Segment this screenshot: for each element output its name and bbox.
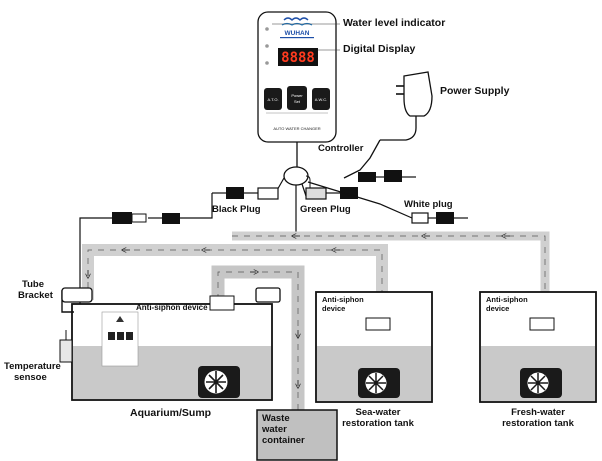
power-supply-icon [380,71,433,141]
temperature-sensor [59,339,73,363]
digital-display-label: Digital Display [343,43,416,55]
tube-bracket-label-1: Tube [22,279,44,290]
digital-display [278,48,318,66]
anti-siphon-main-label: Anti-siphon device [136,303,208,312]
level-led-1 [265,27,269,31]
black-plug [257,187,279,200]
fresh-pump-icon [520,368,562,398]
level-led-3 [265,61,269,65]
tube-bracket-label-2: Bracket [18,290,53,301]
controller: WUHAN 8888 A.T.O. Power Set A.W.C. AUTO … [257,11,337,143]
black-plug-label: Black Plug [212,204,261,215]
cable-hub [283,166,309,186]
anti-siphon-sea-label-2: device [322,304,346,313]
power-set-button[interactable] [287,86,307,110]
temperature-label-1: Temperature [4,361,61,372]
controller-label: Controller [318,143,364,154]
water-level-indicator-label: Water level indicator [343,17,446,29]
level-led-2 [265,44,269,48]
aquarium-pump-icon [198,366,240,398]
waste-container [256,409,338,461]
fresh-water-tank [479,291,597,403]
display-digits: 8888 [281,50,315,66]
white-plug-label: White plug [404,199,453,210]
power-supply-label: Power Supply [440,85,510,97]
brand-logo-icon: WUHAN [280,17,314,39]
anti-siphon-sea-label-1: Anti-siphon [322,295,364,304]
waste-label-3: container [262,435,305,446]
fresh-tank-label-2: restoration tank [502,418,574,429]
fresh-tank-label-1: Fresh-water [511,407,565,418]
waste-label-1: Waste [262,413,290,424]
waste-label-2: water [262,424,287,435]
brand-text: WUHAN [285,30,310,37]
sea-tank-label-2: restoration tank [342,418,414,429]
sea-tank-label-1: Sea-water [355,407,401,418]
set-button-label: Set [294,99,301,104]
sea-pump-icon [358,368,400,398]
ato-button[interactable] [264,88,282,110]
anti-siphon-fresh-label-1: Anti-siphon [486,295,528,304]
sea-water-tank [315,291,433,403]
green-plug [305,187,327,200]
power-button-label: Power [291,93,303,98]
anti-siphon-fresh-label-2: device [486,304,510,313]
awc-button[interactable] [312,88,330,110]
white-plug [411,212,429,224]
aquarium-tank [59,287,281,401]
awc-button-label: A.W.C. [315,97,327,102]
ato-button-label: A.T.O. [267,97,278,102]
green-plug-label: Green Plug [300,204,351,215]
temperature-label-2: sensoe [14,372,47,383]
controller-footer: AUTO WATER CHANGER [273,126,320,131]
aquarium-label: Aquarium/Sump [130,407,212,419]
